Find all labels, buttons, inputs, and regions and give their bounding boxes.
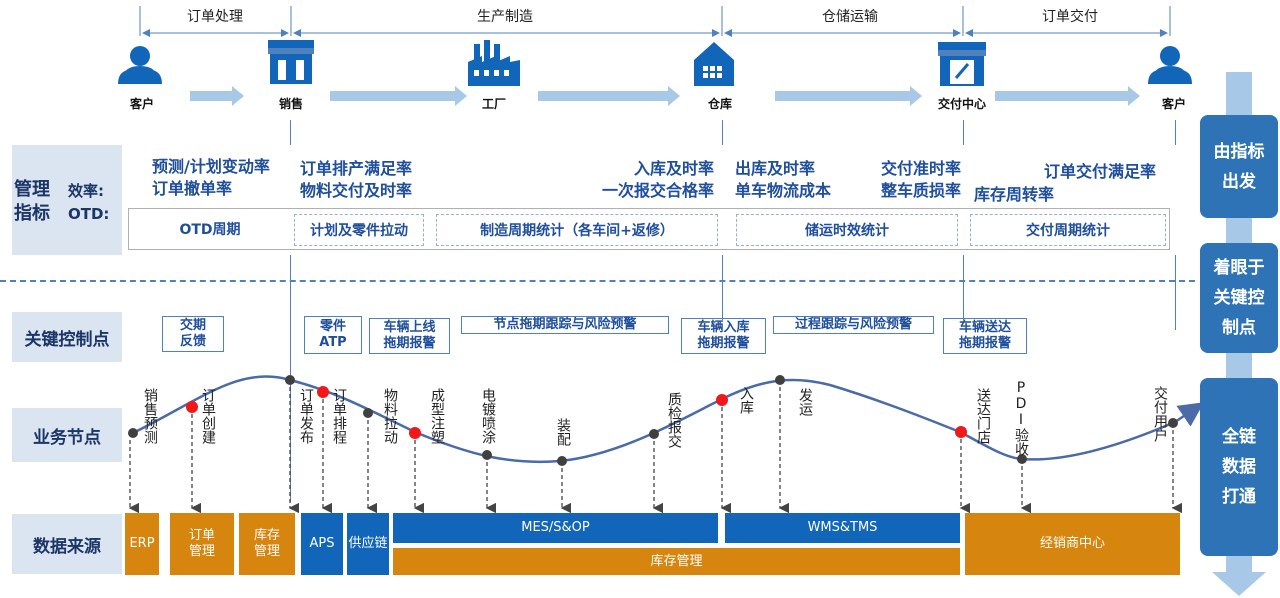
- point-inspection: [649, 429, 659, 439]
- bn-molding: 成型注塑: [429, 388, 445, 444]
- node-factory: 工厂: [481, 97, 506, 111]
- drop-arrows: [128, 387, 1183, 514]
- otd-manufacturing-box: 制造周期统计（各车间+返修）: [436, 214, 718, 246]
- cp-arrival-delay: 车辆送达 拖期报警: [943, 318, 1027, 354]
- point-order-release: [285, 375, 295, 385]
- ds-dealer-center: 经销商中心: [965, 513, 1180, 575]
- metric-outbound: 出库及时率 单车物流成本: [735, 159, 832, 200]
- factory-icon: [468, 40, 520, 86]
- metric-inventory-turnover: 库存周转率: [974, 185, 1055, 204]
- bn-pdi: PDI验收: [1013, 380, 1029, 456]
- otd-delivery-box: 交付周期统计: [970, 214, 1166, 246]
- metric-order-fulfillment: 订单交付满足率: [1044, 162, 1157, 181]
- node-sales: 销售: [278, 97, 303, 111]
- curve-points: [128, 375, 1178, 466]
- phase-order-delivery: 订单交付: [1042, 9, 1098, 25]
- point-sales-forecast: [128, 428, 138, 438]
- bn-order-scheduling: 订单排程: [331, 388, 347, 444]
- bn-assembly: 装配: [555, 418, 571, 446]
- point-order-create: [186, 401, 198, 413]
- ds-erp: ERP: [125, 513, 159, 575]
- bn-store-arrival: 送达门店: [975, 388, 991, 444]
- customer-icon: [118, 46, 162, 84]
- row-label-data: 数据来源: [12, 514, 122, 574]
- otd-strip: [128, 208, 1170, 250]
- otd-planning-box: 计划及零件拉动: [294, 214, 424, 246]
- metric-warehouse-in: 入库及时率 一次报交合格率: [601, 159, 714, 200]
- management-label: 管理 指标: [14, 179, 50, 224]
- side-key-control: 着眼于 关键控 制点: [1200, 243, 1278, 353]
- metric-scheduling: 订单排产满足率 物料交付及时率: [300, 159, 413, 200]
- ds-mes-sop: MES/S&OP: [393, 513, 718, 543]
- cp-node-tracking: 节点拖期跟踪与风险预警: [461, 316, 669, 334]
- side-from-metrics: 由指标 出发: [1200, 115, 1278, 218]
- metrics-panel: [122, 145, 1180, 255]
- phase-manufacturing: 生产制造: [477, 9, 533, 25]
- bn-warehouse-in: 入库: [738, 386, 754, 414]
- store-icon: [268, 40, 314, 84]
- point-order-scheduling: [317, 386, 329, 398]
- cp-parts-atp: 零件 ATP: [304, 316, 362, 354]
- efficiency-label: 效率:: [68, 182, 104, 200]
- cp-process-tracking: 过程跟踪与风险预警: [773, 316, 934, 334]
- metric-forecast: 预测/计划变动率 订单撤单率: [152, 157, 270, 198]
- ds-wms-tms: WMS&TMS: [725, 513, 960, 543]
- node-delivery-center: 交付中心: [937, 97, 986, 111]
- ds-inventory-management-small: 库存 管理: [239, 513, 295, 575]
- customer-icon: [1148, 46, 1192, 84]
- point-customer-delivery: [1168, 418, 1178, 428]
- bn-order-create: 订单创建: [200, 388, 216, 444]
- bn-painting: 电镀喷涂: [480, 388, 496, 444]
- point-material-pull: [363, 408, 373, 418]
- bn-shipping: 发运: [797, 388, 813, 416]
- ds-supply-chain: 供应链: [347, 513, 389, 575]
- point-warehouse-in: [716, 394, 728, 406]
- otd-cycle: OTD周期: [179, 222, 241, 238]
- bn-sales-forecast: 销售预测: [142, 388, 158, 444]
- bn-material-pull: 物料拉动: [382, 388, 398, 444]
- node-customer: 客户: [129, 97, 154, 111]
- point-assembly: [557, 456, 567, 466]
- metric-delivery: 交付准时率 整车质损率: [880, 159, 961, 200]
- phase-order-processing: 订单处理: [187, 9, 243, 25]
- bn-order-release: 订单发布: [298, 388, 314, 444]
- cp-online-delay: 车辆上线 拖期报警: [369, 318, 450, 354]
- delivery-center-icon: [938, 42, 986, 86]
- row-label-business: 业务节点: [12, 408, 122, 462]
- row-label-management: [12, 145, 122, 255]
- node-warehouse: 仓库: [707, 97, 732, 111]
- ds-order-management: 订单 管理: [170, 513, 234, 575]
- ds-inventory-management: 库存管理: [393, 548, 960, 575]
- warehouse-icon: [694, 42, 734, 86]
- otd-label: OTD:: [68, 205, 110, 223]
- business-curve: [128, 375, 1205, 514]
- point-molding: [409, 427, 421, 439]
- point-painting: [482, 450, 492, 460]
- phase-warehousing: 仓储运输: [822, 9, 878, 25]
- point-shipping: [775, 375, 785, 385]
- cp-warehouse-delay: 车辆入库 拖期报警: [681, 318, 766, 354]
- point-pdi: [1017, 454, 1027, 464]
- cp-delivery-feedback: 交期 反馈: [162, 316, 224, 352]
- process-phase-bar: 订单处理 生产制造 仓储运输 订单交付 客户 销售 工厂 仓库 交付中心 客户: [0, 0, 1280, 120]
- side-data-integration: 全链 数据 打通: [1200, 378, 1278, 556]
- node-customer-end: 客户: [1161, 97, 1186, 111]
- bn-inspection: 质检报交: [666, 392, 682, 448]
- row-label-control: 关键控制点: [12, 312, 122, 362]
- divider-line: [290, 120, 291, 502]
- bn-customer-delivery: 交付用户: [1152, 386, 1168, 442]
- ds-aps: APS: [301, 513, 343, 575]
- otd-logistics-box: 储运时效统计: [736, 214, 958, 246]
- point-store-arrival: [955, 426, 967, 438]
- section-separator: [0, 280, 1195, 282]
